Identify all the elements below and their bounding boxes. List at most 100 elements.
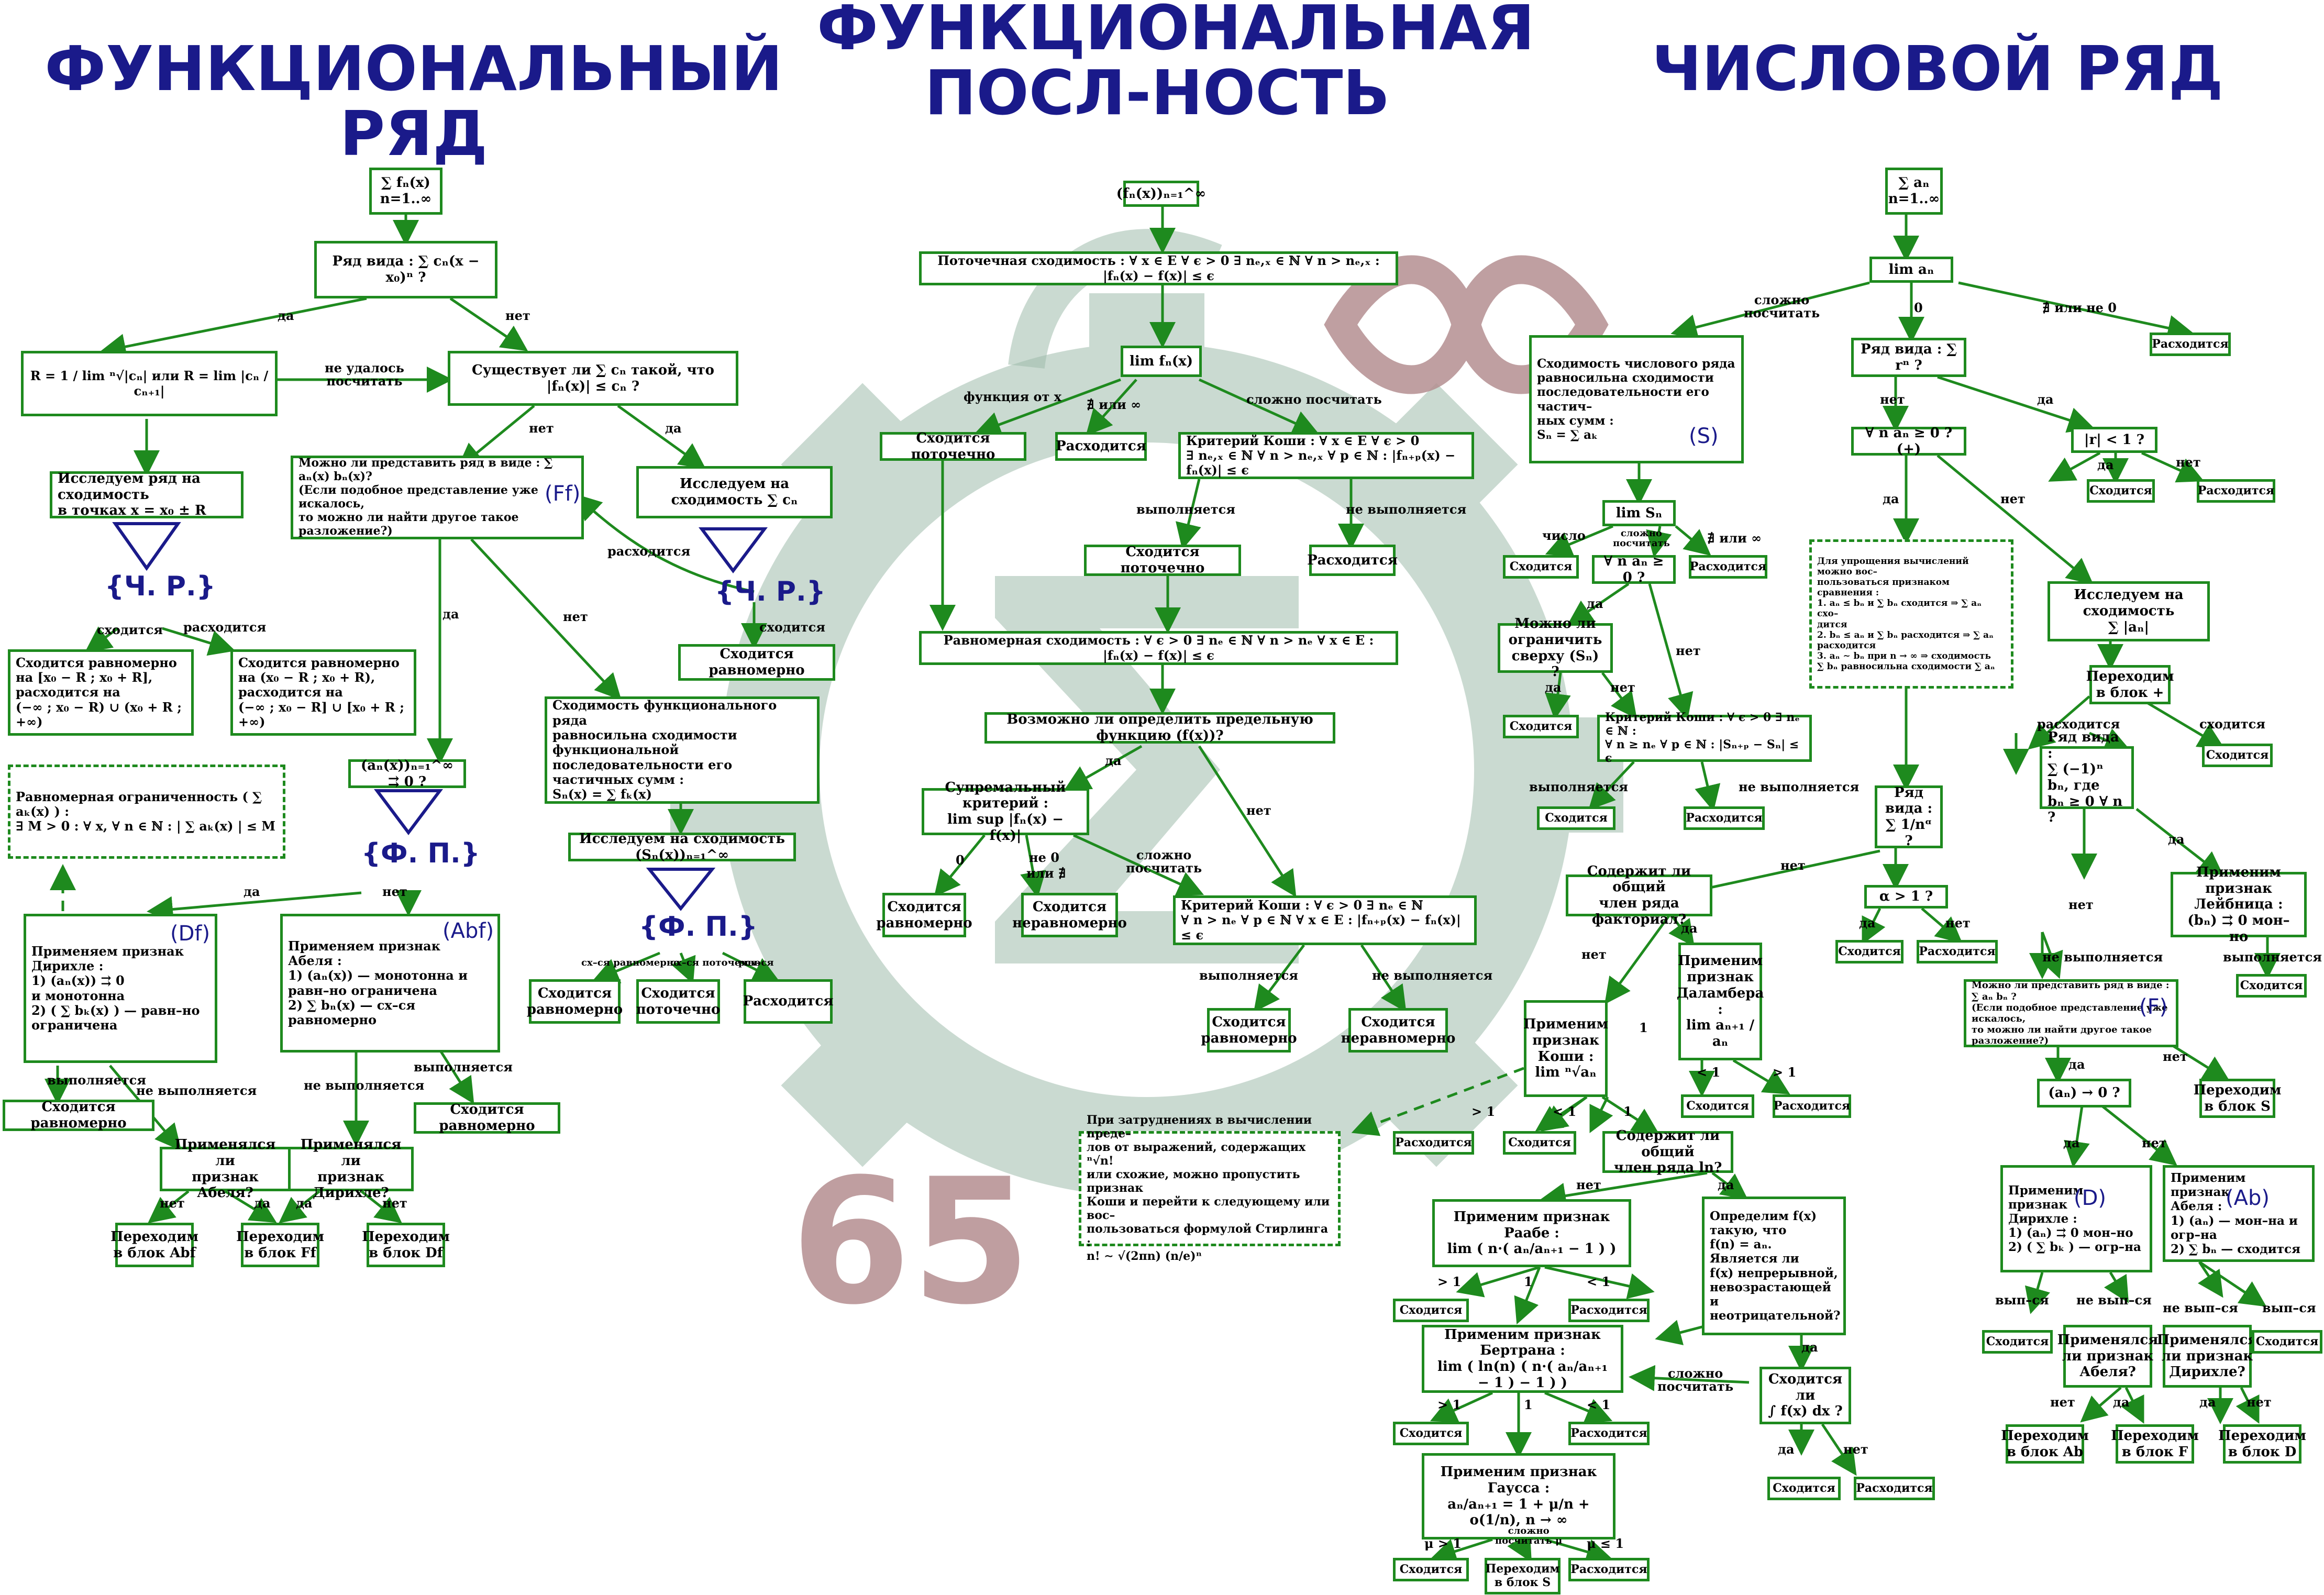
label-gt1: > 1 <box>1773 1065 1797 1080</box>
fs-start: (fₙ(x))ₙ₌₁^∞ <box>1116 181 1206 207</box>
title-functional-sequence: ФУНКЦИОНАЛЬНАЯ ПОСЛ-НОСТЬ <box>817 0 1535 129</box>
tag-S: (S) <box>1689 424 1719 448</box>
chevron-down-icon <box>646 868 716 911</box>
goto-abf-button[interactable]: Переходим в блок Abf <box>110 1223 198 1267</box>
ns-conv-leib: Сходится <box>2236 974 2307 998</box>
ns-equiv: Сходимость числового ряда равносильна сх… <box>1529 335 1744 463</box>
tag-Ab: (Ab) <box>2226 1186 2270 1210</box>
label-da: да <box>278 308 294 323</box>
label-slozhno-int: сложно посчитать <box>1657 1366 1734 1394</box>
ns-div-r: Расходится <box>2197 479 2275 503</box>
label-ne-vyp: не выполняется <box>304 1078 425 1093</box>
tag-fp-1: {Ф. П.} <box>361 838 480 869</box>
ns-leibniz: Применим признак Лейбница : (bₙ) ⇉ 0 мон… <box>2171 865 2307 945</box>
infinity-watermark <box>1324 255 1609 394</box>
fr-conv-closed: Сходится равномерно на [x₀ − R ; x₀ + R]… <box>8 649 194 736</box>
ns-dir-used: Применялся ли признак Дирихле? <box>2157 1325 2257 1388</box>
ns-div-d: Расходится <box>1773 1094 1851 1118</box>
fr-check-Sn: Исследуем на сходимость (Sₙ(x))ₙ₌₁^∞ <box>568 831 796 863</box>
fs-sup-crit: Супремальный критерий : lim sup |fₙ(x) −… <box>922 780 1089 844</box>
goto-df-button[interactable]: Переходим в блок Df <box>362 1223 450 1267</box>
label-da: да <box>1778 1442 1795 1457</box>
label-da: да <box>1883 491 1899 506</box>
fr-an-to-zero: (aₙ(x))ₙ₌₁^∞ ⇉ 0 ? <box>348 758 466 790</box>
label-net: нет <box>1880 392 1905 407</box>
fs-uniform: Равномерная сходимость : ∀ ϵ > 0 ∃ nₑ ∈ … <box>919 631 1398 665</box>
ns-conv-a: Сходится <box>1503 555 1579 579</box>
ns-conv-p: Сходится <box>1835 940 1904 963</box>
label-one: 1 <box>1623 1104 1632 1119</box>
fs-conv-pointwise: Сходится поточечно <box>880 430 1026 462</box>
ns-comparison: Для упрощения вычислений можно вос– поль… <box>1809 539 2013 689</box>
fr-equiv-seq: Сходимость функционального ряда равносил… <box>545 696 820 804</box>
label-net: нет <box>1610 680 1635 695</box>
ns-conv-b: Сходится <box>1503 715 1579 738</box>
ns-conv-r: Сходится <box>2087 479 2155 503</box>
fs-cauchy: Критерий Коши : ∀ x ∈ E ∀ ϵ > 0 ∃ nₑ,ₓ ∈… <box>1178 432 1474 479</box>
label-nexists-not0: ∄ или не 0 <box>2042 300 2117 315</box>
fr-q-repr: Можно ли представить ряд в виде : ∑ aₙ(x… <box>291 456 584 539</box>
label-da: да <box>296 1195 313 1211</box>
tag-F: (F) <box>2139 995 2168 1019</box>
label-net: нет <box>2142 1135 2167 1150</box>
label-net: нет <box>1945 915 1971 931</box>
ns-can-bound: Можно ли ограничить сверху (Sₙ) ? <box>1498 616 1613 680</box>
label-net: нет <box>382 1195 407 1211</box>
fr-check-cn: Исследуем на сходимость ∑ cₙ <box>636 466 833 518</box>
label-da: да <box>1718 1177 1734 1192</box>
label-zero: 0 <box>956 852 965 868</box>
label-net: нет <box>382 884 407 899</box>
label-rashoditsya: расходится <box>607 544 691 559</box>
label-slozhno: сложно посчитать <box>1246 392 1382 407</box>
ns-an-pos: ∀ n aₙ ≥ 0 ? <box>1592 553 1676 585</box>
goto-ff-button[interactable]: Переходим в блок Ff <box>236 1223 324 1267</box>
fr-conv-unif: Сходится равномерно <box>678 644 835 681</box>
label-shoditsya: сходится <box>97 622 163 637</box>
ns-div-raabe: Расходится <box>1568 1299 1650 1322</box>
title-functional-series: ФУНКЦИОНАЛЬНЫЙ РЯД <box>45 32 783 170</box>
label-rashoditsya: расходится <box>183 619 267 635</box>
label-gt1: > 1 <box>1471 1104 1496 1119</box>
ns-div-c: Расходится <box>1684 806 1765 830</box>
fr-conv-unif-3: Сходится равномерно <box>414 1102 560 1134</box>
ns-dalembert: Применим признак Даламбера : lim aₙ₊₁ / … <box>1677 943 1764 1060</box>
ns-conv-raabe: Сходится <box>1393 1299 1469 1322</box>
label-one: 1 <box>1639 1020 1648 1035</box>
label-vyp-sya: вып–ся <box>1995 1292 2049 1308</box>
goto-S-gauss-button[interactable]: Переходим в блок S <box>1485 1558 1561 1594</box>
fs-q-limit: Возможно ли определить предельную функци… <box>984 712 1335 744</box>
label-net: нет <box>2176 455 2201 470</box>
label-net: нет <box>2050 1394 2075 1410</box>
goto-F-button[interactable]: Переходим в блок F <box>2111 1424 2199 1464</box>
label-net: нет <box>2000 491 2026 506</box>
fs-conv-unif: Сходится равномерно <box>876 893 972 937</box>
label-da: да <box>2168 832 2185 847</box>
title-numeric-series: ЧИСЛОВОЙ РЯД <box>1652 32 2223 105</box>
label-gt1: > 1 <box>1437 1397 1462 1412</box>
label-lt1: < 1 <box>1587 1397 1611 1412</box>
ns-repr-ab: Можно ли представить ряд в виде : ∑ aₙ b… <box>1964 979 2178 1047</box>
label-ne-vyp: не выполняется <box>136 1083 257 1098</box>
goto-D-button[interactable]: Переходим в блок D <box>2218 1424 2306 1464</box>
label-slozhno-poschitat: сложно посчитать <box>1126 847 1202 876</box>
ns-bertrand: Применим признак Бертрана : lim ( ln(n) … <box>1422 1325 1623 1393</box>
goto-Ab-button[interactable]: Переходим в блок Ab <box>2001 1424 2089 1464</box>
ns-dirichlet: Применим признак Дирихле : 1) (aₙ) ⇉ 0 м… <box>2000 1165 2152 1272</box>
goto-plus-button[interactable]: Переходим в блок + <box>2086 665 2174 704</box>
ns-lim-an: lim aₙ <box>1869 257 1953 283</box>
label-nexists-inf: ∄ или ∞ <box>1087 397 1142 412</box>
label-da: да <box>1681 921 1698 936</box>
tag-chr-2: {Ч. Р.} <box>715 576 826 607</box>
label-da: да <box>2097 457 2114 472</box>
goto-S-button[interactable]: Переходим в блок S <box>2194 1079 2281 1118</box>
fr-fp-diverges: Расходится <box>743 979 833 1024</box>
ns-an-to0: (aₙ) → 0 ? <box>2037 1079 2131 1107</box>
label-ne-zero: не 0 <box>1029 850 1059 865</box>
label-fp-res-1: сх–ся поточечно <box>670 957 761 968</box>
label-mu-le1: μ ≤ 1 <box>1587 1536 1624 1551</box>
ns-abs-conv: Исследуем на сходимость ∑ |aₙ| <box>2048 581 2210 641</box>
tag-D: (D) <box>2074 1186 2107 1210</box>
label-mu-gt1: μ > 1 <box>1424 1536 1462 1551</box>
label-vyp: выполняется <box>1199 968 1299 983</box>
fr-unif-bounded: Равномерная ограниченность ( ∑ aₖ(x) ) :… <box>8 765 285 859</box>
